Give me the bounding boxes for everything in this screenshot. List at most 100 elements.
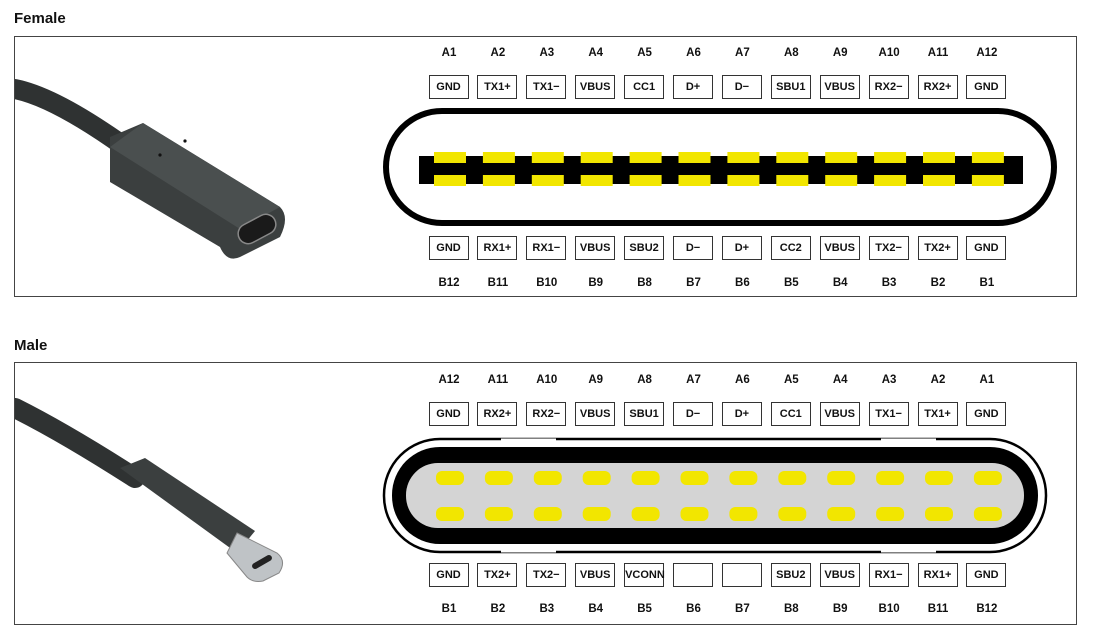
- female-top-signal-box: VBUS: [819, 75, 860, 99]
- male-bottom-pin: [729, 507, 758, 521]
- female-bottom-signal-box: VBUS: [575, 236, 616, 260]
- male-top-pin: [484, 471, 513, 485]
- male-bottom-pin: [973, 507, 1002, 521]
- female-top-pin-number: A10: [878, 47, 900, 59]
- male-bottom-signal-box: RX1−: [868, 563, 909, 587]
- male-bottom-signal-box: TX2−: [526, 563, 567, 587]
- male-top-pin: [533, 471, 562, 485]
- male-top-pin-number: A3: [881, 374, 897, 386]
- male-bottom-pin: [484, 507, 513, 521]
- female-top-signal-box: D+: [673, 75, 713, 99]
- male-bottom-pin: [680, 507, 709, 521]
- male-top-signal-box: SBU1: [624, 402, 665, 426]
- female-top-pin-number: A11: [927, 47, 949, 59]
- male-top-pin: [436, 471, 464, 485]
- male-bottom-pin-number: B9: [832, 603, 848, 615]
- female-top-pin: [825, 152, 858, 163]
- male-bottom-pin: [925, 507, 953, 521]
- male-title: Male: [14, 337, 48, 354]
- female-tongue: [419, 156, 1023, 184]
- male-bottom-pin: [778, 507, 807, 521]
- female-bottom-pin-number: B1: [979, 277, 995, 289]
- male-top-signal-box: TX1+: [917, 402, 958, 426]
- male-top-pin-number: A4: [832, 374, 848, 386]
- male-bottom-signal-box: TX2+: [477, 563, 518, 587]
- male-top-pin: [680, 471, 709, 485]
- male-bottom-pin-number: B6: [686, 603, 701, 615]
- female-bottom-pin-number: B4: [832, 277, 848, 289]
- female-bottom-signal-box: D−: [673, 236, 713, 260]
- male-top-pin-number: A1: [979, 374, 995, 386]
- female-bottom-signal-box: RX1−: [526, 236, 567, 260]
- male-top-pin-number: A6: [735, 374, 750, 386]
- female-bottom-pin-number: B3: [881, 277, 897, 289]
- female-top-signal-box: RX2+: [917, 75, 958, 99]
- male-top-pin: [973, 471, 1002, 485]
- female-top-pin-number: A2: [490, 47, 506, 59]
- male-top-signal-box: D−: [673, 402, 713, 426]
- female-bottom-pin: [727, 175, 760, 186]
- female-bottom-pin-number: B9: [588, 277, 604, 289]
- female-bottom-signal-box: GND: [966, 236, 1007, 260]
- female-bottom-pin: [580, 175, 613, 186]
- female-bottom-pin: [434, 175, 466, 186]
- female-top-signal-box: GND: [966, 75, 1007, 99]
- male-bottom-pin-number: B11: [927, 603, 949, 615]
- female-title: Female: [14, 10, 66, 27]
- female-bottom-pin-number: B5: [783, 277, 799, 289]
- female-top-pin-number: A7: [735, 47, 750, 59]
- female-bottom-pin-number: B2: [930, 277, 946, 289]
- male-top-pin: [827, 471, 856, 485]
- male-top-signal-box: GND: [966, 402, 1007, 426]
- male-bottom-signal-box: [721, 563, 762, 587]
- female-top-pin: [482, 152, 515, 163]
- male-top-pin-number: A11: [487, 374, 509, 386]
- female-top-signal-box: CC1: [624, 75, 665, 99]
- female-top-pin: [678, 152, 711, 163]
- female-bottom-signal-box: GND: [428, 236, 469, 260]
- male-bottom-pin-number: B8: [783, 603, 799, 615]
- female-top-pin-number: A1: [441, 47, 457, 59]
- female-top-signal-box: D−: [721, 75, 762, 99]
- male-top-signal-box: D+: [721, 402, 762, 426]
- male-bottom-pin: [533, 507, 562, 521]
- female-bottom-pin-number: B6: [735, 277, 750, 289]
- female-bottom-signal-box: TX2−: [868, 236, 909, 260]
- male-plug-shell: [226, 532, 283, 582]
- male-top-signal-box: CC1: [770, 402, 811, 426]
- female-top-signal-box: TX1+: [477, 75, 518, 99]
- female-top-pin-number: A8: [783, 47, 799, 59]
- female-bottom-pin-number: B12: [438, 277, 460, 289]
- male-bottom-pin-number: B7: [735, 603, 750, 615]
- female-bottom-pin: [629, 175, 662, 186]
- female-top-signal-box: VBUS: [575, 75, 616, 99]
- female-top-pin: [434, 152, 466, 163]
- female-top-pin-number: A5: [637, 47, 652, 59]
- male-bottom-signal-box: GND: [428, 563, 469, 587]
- male-top-pin-number: A10: [536, 374, 558, 386]
- female-receptacle-diagram: [383, 108, 1057, 226]
- male-bottom-signal-box: VCONN: [624, 563, 665, 587]
- male-top-pin-number: A7: [686, 374, 701, 386]
- female-port: [237, 213, 277, 245]
- female-bottom-pin: [776, 175, 809, 186]
- female-top-pin-number: A4: [588, 47, 604, 59]
- male-bottom-pin: [582, 507, 611, 521]
- female-bottom-signal-box: TX2+: [917, 236, 958, 260]
- male-top-pin: [582, 471, 611, 485]
- male-bottom-signal-box: VBUS: [575, 563, 616, 587]
- male-bottom-signal-box: GND: [966, 563, 1007, 587]
- male-top-pin-number: A5: [783, 374, 799, 386]
- male-bottom-pin: [827, 507, 856, 521]
- female-bottom-pin-number: B10: [536, 277, 558, 289]
- male-bottom-pin-number: B1: [441, 603, 457, 615]
- female-top-pin: [923, 152, 955, 163]
- male-bottom-signal-box: SBU2: [770, 563, 811, 587]
- female-top-pin: [874, 152, 907, 163]
- male-top-pin: [729, 471, 758, 485]
- male-top-signal-box: VBUS: [575, 402, 616, 426]
- male-top-signal-box: GND: [428, 402, 469, 426]
- female-cable-illustration: [15, 79, 285, 259]
- female-top-pin: [727, 152, 760, 163]
- female-bottom-signal-box: SBU2: [624, 236, 665, 260]
